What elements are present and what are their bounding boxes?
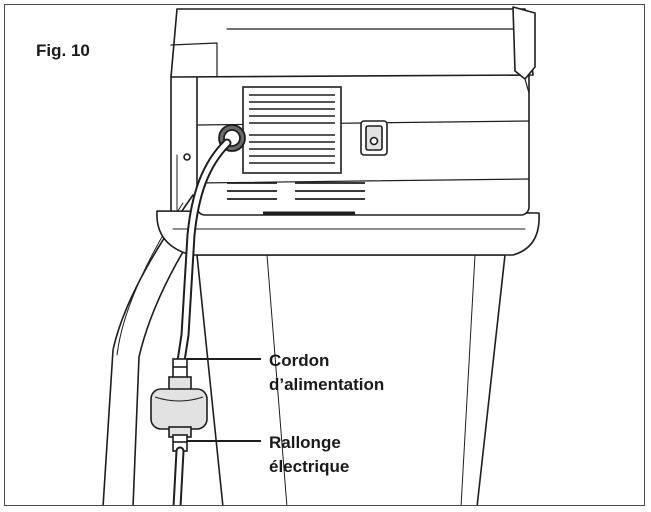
top-cap xyxy=(170,8,534,78)
tank-collar xyxy=(156,210,540,256)
plug-assembly xyxy=(150,358,208,452)
figure-label: Fig. 10 xyxy=(36,41,90,60)
figure-frame: Fig. 10 Cordon d’alimentation Rallonge é… xyxy=(4,4,645,506)
callout-power-cord: Cordon d’alimentation xyxy=(269,349,384,397)
callout-power-cord-line1: Cordon xyxy=(269,351,330,370)
appliance-illustration xyxy=(102,6,540,505)
callout-power-cord-line2: d’alimentation xyxy=(269,375,385,394)
vent-grille xyxy=(242,86,342,174)
extension-cord xyxy=(172,446,185,505)
callout-extension-cord-line1: Rallonge xyxy=(269,433,341,452)
callout-extension-cord-line2: électrique xyxy=(269,457,350,476)
power-switch xyxy=(360,120,388,156)
callout-extension-cord: Rallonge électrique xyxy=(269,431,349,479)
carry-clip xyxy=(512,6,536,80)
power-cord xyxy=(176,138,232,366)
